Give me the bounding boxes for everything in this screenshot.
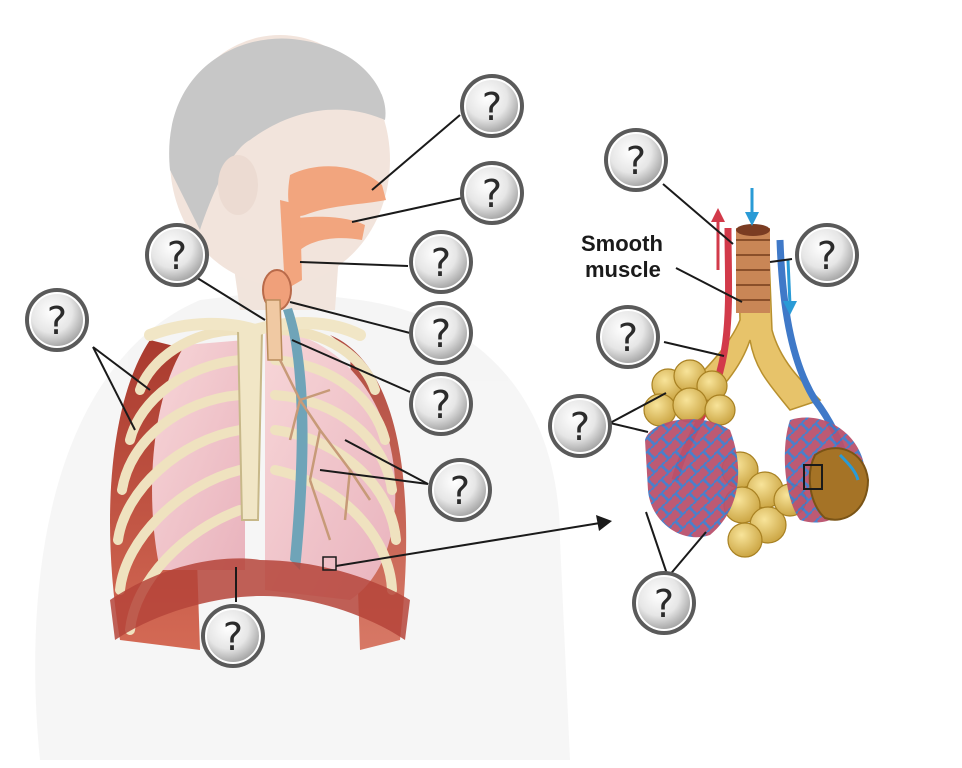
badge-question-mark: ? xyxy=(570,405,590,449)
capillary-network-left xyxy=(645,419,739,538)
badge-esophagus[interactable]: ? xyxy=(409,372,473,436)
down-arrow-blue-2 xyxy=(786,259,792,306)
thorax xyxy=(110,299,410,650)
badge-question-mark: ? xyxy=(618,316,638,360)
badge-face xyxy=(636,575,692,631)
upper-airway xyxy=(262,166,386,311)
badge-question-mark: ? xyxy=(482,85,502,129)
badge-inset-capillaries[interactable]: ? xyxy=(632,571,696,635)
badge-face xyxy=(413,305,469,361)
badge-face xyxy=(413,376,469,432)
smooth-muscle-text-2: muscle xyxy=(585,257,661,282)
badge-bronchus[interactable]: ? xyxy=(428,458,492,522)
leader-lines xyxy=(92,114,793,602)
bronchial-tree xyxy=(278,359,372,541)
badge-face xyxy=(149,227,205,283)
badge-inset-vessel[interactable]: ? xyxy=(604,128,668,192)
badge-pharynx[interactable]: ? xyxy=(409,230,473,294)
badge-face xyxy=(464,165,520,221)
badge-face xyxy=(432,462,488,518)
magnify-arrow xyxy=(335,515,612,567)
inset-detail-box xyxy=(803,464,823,490)
oral-cavity xyxy=(285,216,365,250)
badge-face xyxy=(205,608,261,664)
diaphragm xyxy=(110,558,410,640)
badge-face xyxy=(799,227,855,283)
question-badges: ?????????????? xyxy=(25,74,859,668)
badge-question-mark: ? xyxy=(431,383,451,427)
nasal-cavity xyxy=(288,166,386,216)
badge-inset-bronchiole[interactable]: ? xyxy=(596,305,660,369)
badge-face xyxy=(464,78,520,134)
smooth-muscle-label: Smooth muscle xyxy=(581,231,743,303)
badge-question-mark: ? xyxy=(47,299,67,343)
badge-question-mark: ? xyxy=(223,615,243,659)
clavicle xyxy=(144,317,366,341)
ear xyxy=(218,155,258,215)
badge-question-mark: ? xyxy=(431,241,451,285)
badge-nasal-cavity[interactable]: ? xyxy=(460,74,524,138)
badge-oral-cavity[interactable]: ? xyxy=(460,161,524,225)
badge-face xyxy=(600,309,656,365)
badge-face xyxy=(552,398,608,454)
badge-rib-muscles[interactable]: ? xyxy=(25,288,89,352)
badge-question-mark: ? xyxy=(167,234,187,278)
badge-inset-alveoli[interactable]: ? xyxy=(548,394,612,458)
detail-box xyxy=(322,556,337,571)
smooth-muscle-text-1: Smooth xyxy=(581,231,663,256)
pharynx xyxy=(280,200,302,290)
badge-diaphragm[interactable]: ? xyxy=(201,604,265,668)
esophagus xyxy=(283,308,308,570)
alveoli-inset xyxy=(643,188,870,558)
muscle-rings xyxy=(736,239,770,301)
badge-face xyxy=(608,132,664,188)
alveolus-cutaway xyxy=(808,447,870,521)
badge-inset-vein[interactable]: ? xyxy=(795,223,859,287)
badge-question-mark: ? xyxy=(654,582,674,626)
trachea xyxy=(265,299,283,361)
badge-question-mark: ? xyxy=(450,469,470,513)
badge-question-mark: ? xyxy=(482,172,502,216)
badge-question-mark: ? xyxy=(817,234,837,278)
badge-question-mark: ? xyxy=(431,312,451,356)
badge-bronchioles[interactable]: ? xyxy=(145,223,209,287)
badge-larynx[interactable]: ? xyxy=(409,301,473,365)
badge-face xyxy=(29,292,85,348)
badge-question-mark: ? xyxy=(626,139,646,183)
sternum xyxy=(236,329,264,521)
badge-face xyxy=(413,234,469,290)
inset-flow-arrow xyxy=(838,453,860,481)
hair xyxy=(169,38,386,230)
